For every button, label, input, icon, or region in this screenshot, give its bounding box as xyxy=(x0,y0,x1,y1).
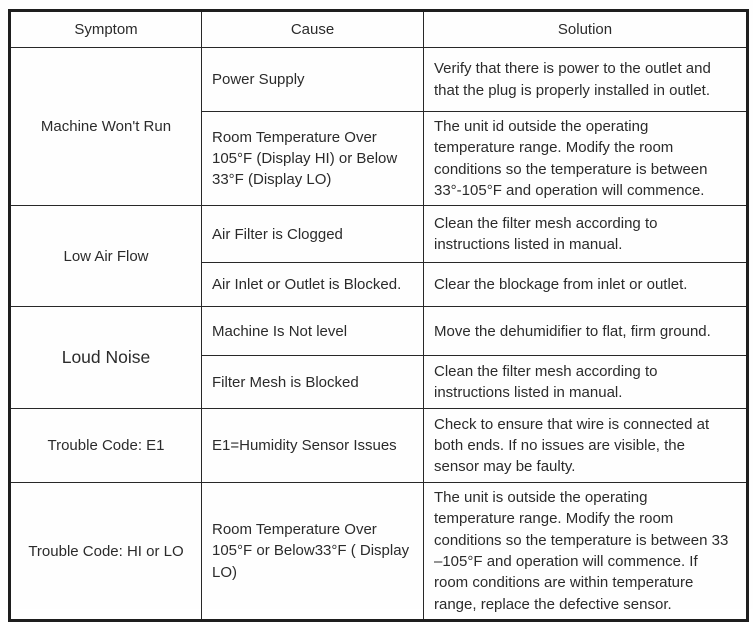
table-row: Trouble Code: HI or LO Room Temperature … xyxy=(9,482,748,621)
manual-page: Symptom Cause Solution Machine Won't Run… xyxy=(8,9,749,622)
symptom-cell-low-air-flow: Low Air Flow xyxy=(9,205,202,308)
cause-cell-inlet-outlet-blocked: Air Inlet or Outlet is Blocked. xyxy=(201,262,424,308)
symptom-cell-machine-wont-run: Machine Won't Run xyxy=(9,46,202,207)
table-row: Air Inlet or Outlet is Blocked. Clear th… xyxy=(10,262,748,308)
solution-cell-inlet-outlet-blocked: Clear the blockage from inlet or outlet. xyxy=(423,262,748,308)
column-header-symptom: Symptom xyxy=(9,10,202,48)
header-row: Symptom Cause Solution xyxy=(9,10,748,48)
table-row: Room Temperature Over 105°F (Display HI)… xyxy=(10,110,748,207)
table-row: Low Air Flow Air Filter is Clogged Clean… xyxy=(9,205,748,308)
table-row: Loud Noise Machine Is Not level Move the… xyxy=(9,306,748,410)
column-header-cause: Cause xyxy=(201,10,424,48)
solution-cell-power-supply: Verify that there is power to the outlet… xyxy=(423,47,748,112)
solution-cell-humidity-sensor: Check to ensure that wire is connected a… xyxy=(423,408,748,484)
solution-cell-machine-not-level: Move the dehumidifier to flat, firm grou… xyxy=(423,306,748,357)
troubleshooting-table: Symptom Cause Solution Machine Won't Run… xyxy=(8,9,749,622)
solution-cell-air-filter-clogged: Clean the filter mesh according to instr… xyxy=(423,205,748,264)
column-header-solution: Solution xyxy=(423,10,748,48)
symptom-cell-trouble-code-e1: Trouble Code: E1 xyxy=(9,408,202,484)
cause-cell-power-supply: Power Supply xyxy=(201,47,424,112)
cause-cell-humidity-sensor: E1=Humidity Sensor Issues xyxy=(201,408,424,484)
cause-cell-machine-not-level: Machine Is Not level xyxy=(201,306,424,357)
symptom-cell-loud-noise: Loud Noise xyxy=(9,306,202,410)
cause-cell-air-filter-clogged: Air Filter is Clogged xyxy=(201,205,424,264)
cause-cell-filter-mesh-blocked: Filter Mesh is Blocked xyxy=(201,355,424,410)
symptom-cell-trouble-code-hi-lo: Trouble Code: HI or LO xyxy=(9,482,202,621)
table-row: Filter Mesh is Blocked Clean the filter … xyxy=(10,355,748,410)
cause-cell-room-temperature-hi-lo: Room Temperature Over 105°F or Below33°F… xyxy=(201,482,424,621)
solution-cell-room-temperature: The unit id outside the operating temper… xyxy=(423,110,748,207)
solution-cell-filter-mesh-blocked: Clean the filter mesh according to instr… xyxy=(423,355,748,410)
solution-cell-room-temperature-hi-lo: The unit is outside the operating temper… xyxy=(423,482,748,621)
table-row: Machine Won't Run Power Supply Verify th… xyxy=(9,46,748,207)
table-row: Trouble Code: E1 E1=Humidity Sensor Issu… xyxy=(9,408,748,484)
cause-cell-room-temperature: Room Temperature Over 105°F (Display HI)… xyxy=(201,110,424,207)
